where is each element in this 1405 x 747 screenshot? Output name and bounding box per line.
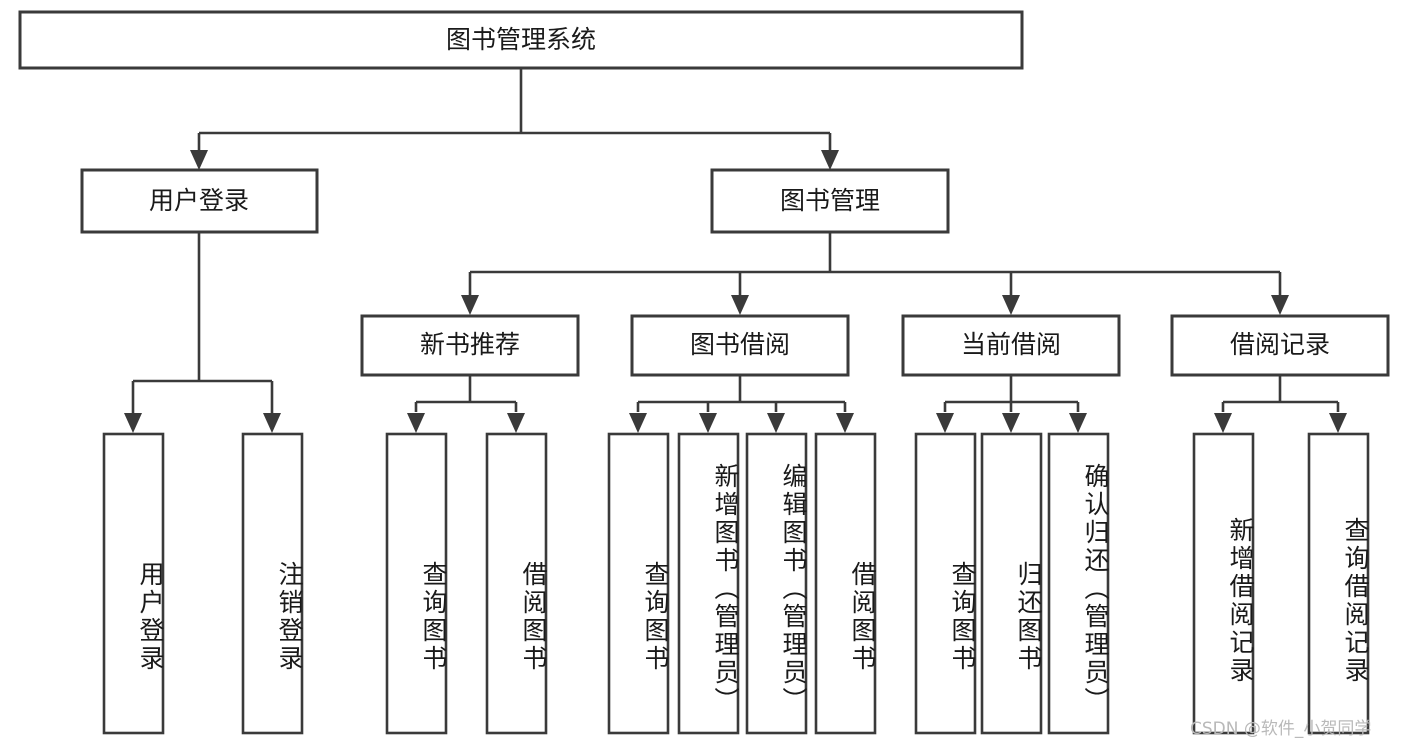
leaf-label-borrow-book-2: 借阅图书 — [848, 560, 877, 673]
leaf-label-user-login: 用户登录 — [136, 560, 165, 673]
leaf-box-borrow-book-1[interactable] — [485, 432, 548, 735]
leaf-boxes — [102, 432, 1370, 735]
leaf-label-query-book-1: 查询图书 — [419, 560, 448, 673]
node-book-management-label: 图书管理 — [780, 186, 880, 215]
node-book-borrow[interactable]: 图书借阅 — [630, 314, 850, 377]
leaf-box-query-book-3[interactable] — [914, 432, 977, 735]
node-root-label: 图书管理系统 — [446, 25, 596, 54]
node-root[interactable]: 图书管理系统 — [18, 10, 1024, 70]
leaf-box-return-book[interactable] — [980, 432, 1043, 735]
node-current-borrow[interactable]: 当前借阅 — [901, 314, 1121, 377]
node-new-book-recommend-label: 新书推荐 — [420, 330, 520, 359]
node-user-login-label: 用户登录 — [149, 186, 249, 215]
node-borrow-record[interactable]: 借阅记录 — [1170, 314, 1390, 377]
leaf-label-confirm-return: 确认归还（管理员） — [1081, 462, 1110, 715]
leaf-box-confirm-return[interactable] — [1047, 432, 1110, 735]
edge-currentborrow-to-leaves — [936, 375, 1087, 433]
node-user-login[interactable]: 用户登录 — [80, 168, 319, 234]
leaf-label-borrow-book-1: 借阅图书 — [519, 560, 548, 673]
leaf-label-query-book-3: 查询图书 — [948, 560, 977, 673]
leaf-box-add-record[interactable] — [1192, 432, 1255, 735]
leaf-box-user-login[interactable] — [102, 432, 165, 735]
leaf-box-logout[interactable] — [241, 432, 304, 735]
leaf-label-add-record: 新增借阅记录 — [1226, 516, 1255, 685]
leaf-label-return-book: 归还图书 — [1014, 560, 1043, 673]
leaf-box-edit-book[interactable] — [745, 432, 808, 735]
edge-bookmgmt-to-level2 — [461, 232, 1289, 315]
leaf-box-add-book[interactable] — [677, 432, 740, 735]
leaf-label-query-record: 查询借阅记录 — [1341, 516, 1370, 685]
node-book-borrow-label: 图书借阅 — [690, 330, 790, 359]
leaf-box-query-record[interactable] — [1307, 432, 1370, 735]
edge-newbook-to-leaves — [407, 375, 525, 433]
leaf-label-add-book: 新增图书（管理员） — [711, 462, 740, 715]
csdn-watermark: CSDN @软件_小贺同学 — [1190, 719, 1372, 739]
node-book-management[interactable]: 图书管理 — [710, 168, 950, 234]
edge-bookborrow-to-leaves — [629, 375, 854, 433]
leaf-box-borrow-book-2[interactable] — [814, 432, 877, 735]
leaf-label-edit-book: 编辑图书（管理员） — [779, 462, 808, 715]
leaf-box-query-book-1[interactable] — [385, 432, 448, 735]
node-new-book-recommend[interactable]: 新书推荐 — [360, 314, 580, 377]
node-current-borrow-label: 当前借阅 — [961, 330, 1061, 359]
edge-root-to-level1 — [190, 68, 839, 170]
edge-userlogin-to-leaves — [124, 232, 281, 433]
leaf-label-query-book-2: 查询图书 — [641, 560, 670, 673]
node-borrow-record-label: 借阅记录 — [1230, 330, 1330, 359]
leaf-box-query-book-2[interactable] — [607, 432, 670, 735]
leaf-label-logout: 注销登录 — [275, 560, 304, 673]
edge-borrowrecord-to-leaves — [1214, 375, 1347, 433]
